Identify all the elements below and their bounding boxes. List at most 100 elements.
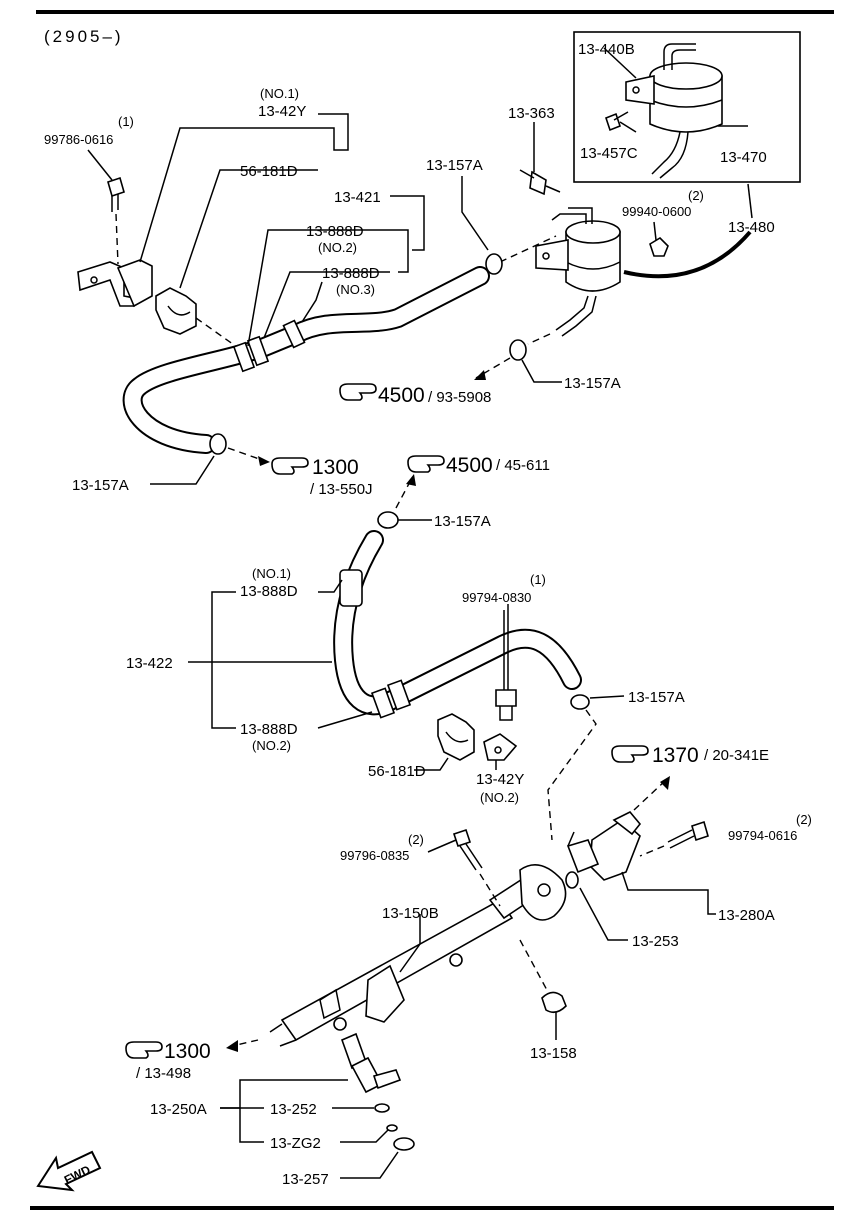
- label-13-888D-d-tag: (NO.2): [252, 738, 291, 753]
- label-13-480: 13-480: [728, 219, 775, 236]
- bolt-99796-0835: [452, 828, 483, 871]
- hand-pointer-icon: [407, 455, 445, 473]
- label-13-250A: 13-250A: [150, 1101, 207, 1118]
- bracket-13-42Y-no1: [77, 259, 153, 308]
- ref-4500-93-5908: 4500 / 93-5908: [339, 383, 491, 407]
- fitting-13-363: [519, 169, 561, 196]
- label-13-888D-c-tag: (NO.1): [252, 566, 291, 581]
- fuel-hose-13-422: [333, 530, 582, 716]
- o-ring-13-253: [565, 871, 579, 889]
- svg-text:1370: 1370: [652, 744, 699, 767]
- clamp-mid-hose-c: [386, 679, 412, 711]
- label-56-181D-bottom: 56-181D: [368, 763, 426, 780]
- svg-text:/ 45-611: / 45-611: [496, 457, 550, 474]
- label-99794-0616: 99794-0616: [728, 828, 797, 843]
- fuel-filter: [535, 207, 621, 337]
- leader-lines: [87, 47, 753, 1179]
- label-13-888D-a-tag: (NO.2): [318, 240, 357, 255]
- svg-text:4500: 4500: [446, 454, 493, 477]
- fuel-rail-13-150B: [269, 864, 567, 1047]
- svg-text:4500: 4500: [378, 384, 425, 407]
- label-13-440B: 13-440B: [578, 41, 635, 58]
- clip-56-181D-top: [155, 287, 197, 335]
- label-13-157A-c: 13-157A: [72, 477, 129, 494]
- label-99794-0616-qty: (2): [796, 812, 812, 827]
- svg-text:/ 13-550J: / 13-550J: [310, 481, 373, 498]
- clamp-top-hose-b: [246, 335, 270, 367]
- svg-text:1300: 1300: [164, 1040, 211, 1063]
- hand-pointer-icon: [125, 1041, 163, 1059]
- filter-detail-drawing: [605, 43, 723, 179]
- label-99940-0600-qty: (2): [688, 188, 704, 203]
- label-13-42Y-no1-tag: (NO.1): [260, 86, 299, 101]
- filter-detail-box: [573, 31, 801, 183]
- bolt-99786-0616: [107, 176, 125, 212]
- filter-assembly-arc: [623, 230, 752, 279]
- label-13-422: 13-422: [126, 655, 173, 672]
- label-13-421: 13-421: [334, 189, 381, 206]
- label-13-257: 13-257: [282, 1171, 329, 1188]
- ref-1370-20-341E: 1370 / 20-341E: [611, 744, 769, 767]
- bracket-13-42Y-no2: [483, 733, 518, 761]
- clip-56-181D-bottom: [437, 713, 475, 761]
- label-99796-0835-qty: (2): [408, 832, 424, 847]
- label-13-363: 13-363: [508, 105, 555, 122]
- clamp-top-hose-a: [232, 341, 256, 373]
- insulator-13-158: [541, 991, 567, 1014]
- label-99786-0616-qty: (1): [118, 114, 134, 129]
- svg-text:/ 20-341E: / 20-341E: [704, 747, 769, 764]
- label-13-280A: 13-280A: [718, 907, 775, 924]
- pressure-regulator-13-280A: [566, 811, 642, 881]
- label-99794-0830: 99794-0830: [462, 590, 531, 605]
- label-99940-0600: 99940-0600: [622, 204, 691, 219]
- fwd-arrow-icon: FWD: [36, 1150, 102, 1192]
- clamp-13-157A-c: [209, 433, 227, 455]
- label-13-252: 13-252: [270, 1101, 317, 1118]
- label-13-888D-d: 13-888D: [240, 721, 298, 738]
- label-13-42Y-top: 13-42Y: [258, 103, 306, 120]
- label-13-157A-b: 13-157A: [564, 375, 621, 392]
- label-13-888D-c: 13-888D: [240, 583, 298, 600]
- label-13-158: 13-158: [530, 1045, 577, 1062]
- o-ring-13-ZG2: [386, 1124, 398, 1132]
- ref-4500-45-611: 4500 / 45-611: [407, 454, 550, 477]
- label-13-888D-b-tag: (NO.3): [336, 282, 375, 297]
- label-13-ZG2: 13-ZG2: [270, 1135, 321, 1152]
- ref-1300-13-550J: 1300 / 13-550J: [271, 456, 373, 498]
- svg-text:/ 13-498: / 13-498: [136, 1065, 191, 1082]
- label-13-888D-b: 13-888D: [322, 265, 380, 282]
- clamp-13-157A-e: [570, 694, 590, 710]
- label-13-157A-d: 13-157A: [434, 513, 491, 530]
- label-13-457C: 13-457C: [580, 145, 638, 162]
- svg-text:1300: 1300: [312, 456, 359, 479]
- label-13-157A-a: 13-157A: [426, 157, 483, 174]
- hand-pointer-icon: [271, 457, 309, 475]
- insulator-13-257: [393, 1137, 415, 1151]
- label-99786-0616: 99786-0616: [44, 132, 113, 147]
- label-99794-0830-qty: (1): [530, 572, 546, 587]
- svg-text:/ 93-5908: / 93-5908: [428, 389, 491, 406]
- nut-99940-0600: [649, 236, 669, 257]
- clamp-13-157A-b: [509, 339, 527, 361]
- clamp-mid-hose-b: [370, 687, 396, 719]
- ref-1300-13-498: 1300 / 13-498: [125, 1040, 211, 1082]
- bolt-99794-0616: [667, 820, 709, 849]
- diagram-code: (2905–): [44, 27, 124, 46]
- label-13-150B: 13-150B: [382, 905, 439, 922]
- bolt-99794-0830: [495, 610, 517, 721]
- clamp-top-hose-c: [282, 319, 306, 349]
- label-13-42Y-bottom: 13-42Y: [476, 771, 524, 788]
- hand-pointer-icon: [611, 745, 649, 763]
- injector-13-250A: [340, 1032, 402, 1094]
- label-13-157A-e: 13-157A: [628, 689, 685, 706]
- clamp-13-157A-d: [377, 511, 399, 529]
- clamp-mid-hose-a: [339, 569, 363, 607]
- clamp-13-157A-a: [485, 253, 503, 275]
- label-13-470: 13-470: [720, 149, 767, 166]
- label-99796-0835: 99796-0835: [340, 848, 409, 863]
- label-13-253: 13-253: [632, 933, 679, 950]
- label-13-888D-a: 13-888D: [306, 223, 364, 240]
- o-ring-13-252: [374, 1103, 390, 1113]
